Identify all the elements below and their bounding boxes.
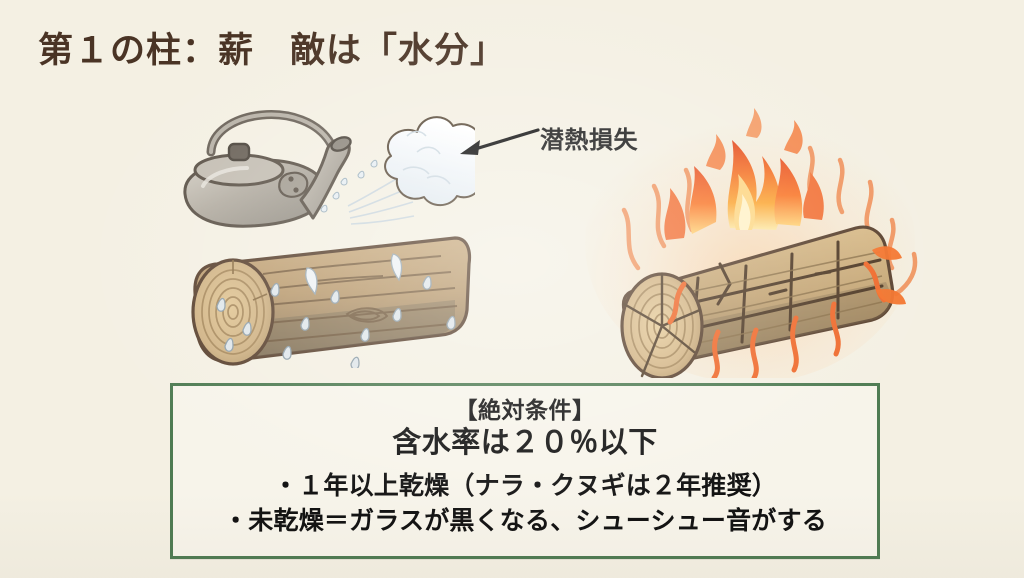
box-subheading: 含水率は２０％以下 [392, 427, 658, 460]
drip-streaks [305, 253, 403, 296]
burning-log-illustration [580, 78, 920, 383]
box-heading: 【絶対条件】 [454, 397, 596, 423]
annotation-label: 潜熱損失 [540, 127, 638, 154]
end-face-cracks [622, 272, 702, 378]
kettle [183, 110, 352, 228]
water-droplets [216, 275, 456, 370]
dry-log-body [620, 225, 895, 380]
steam-inner-swirls [402, 130, 451, 185]
box-bullet-list: ・１年以上乾燥（ナラ・クヌギは２年推奨） ・未乾燥＝ガラスが黒くなる、シューシュ… [187, 469, 863, 540]
growth-rings-dry [630, 283, 694, 369]
dry-grain [687, 251, 883, 345]
wet-log-illustration [155, 78, 492, 370]
background-flame-wisps [621, 145, 918, 297]
box-content: 【絶対条件】 含水率は２０％以下 ・１年以上乾燥（ナラ・クヌギは２年推奨） ・未… [173, 386, 877, 548]
steam-droplets [320, 159, 378, 213]
main-flames [664, 108, 824, 240]
box-bullet-item: ・１年以上乾燥（ナラ・クヌギは２年推奨） [272, 471, 777, 500]
absolute-condition-box: 【絶対条件】 含水率は２０％以下 ・１年以上乾燥（ナラ・クヌギは２年推奨） ・未… [170, 383, 880, 559]
annotation-arrow [450, 118, 545, 166]
box-bullet-item: ・未乾燥＝ガラスが黒くなる、シューシュー音がする [223, 507, 827, 536]
page-title: 第１の柱：薪 敵は「水分」 [38, 31, 507, 70]
side-flame-tongues [872, 246, 906, 305]
